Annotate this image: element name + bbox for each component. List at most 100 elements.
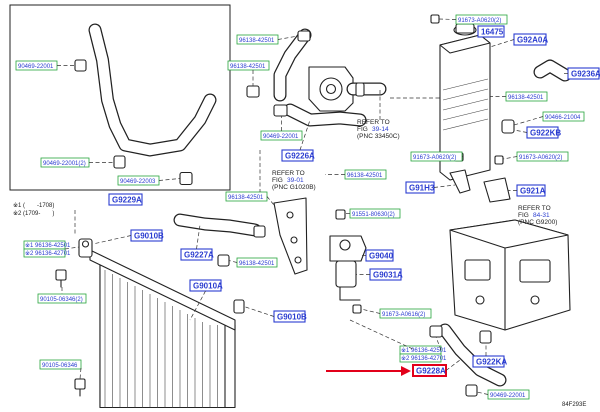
reservoir-hose <box>533 59 572 82</box>
svg-text:※1: ※1 <box>13 202 22 209</box>
label-90105-06346-2[interactable]: 90105-06346(2) <box>37 293 87 304</box>
svg-text:39-01: 39-01 <box>287 177 304 184</box>
label-90469-22003[interactable]: 90469-22003 <box>117 175 160 186</box>
callout-g9227a[interactable]: G9227A <box>180 248 214 261</box>
svg-text:FIG: FIG <box>518 212 529 219</box>
callout-g9229a[interactable]: G9229A <box>108 193 143 206</box>
svg-text:90466-21004: 90466-21004 <box>545 115 581 121</box>
label-91673-a0620-2a[interactable]: 91673-A0620(2) <box>455 14 508 25</box>
callout-g9236a[interactable]: G9236A <box>567 67 600 80</box>
label-91551-80630-2[interactable]: 91551-80630(2) <box>349 208 401 219</box>
label-96136-42701-ex2b[interactable]: ※2 96136-42701 <box>399 353 447 363</box>
svg-text:G9010B: G9010B <box>134 232 164 241</box>
diagram-id: 84F293E <box>562 402 586 408</box>
label-96138-42501-e[interactable]: 96138-42501 <box>344 169 387 180</box>
callout-g91h3[interactable]: G91H3 <box>405 181 435 194</box>
svg-text:G9228A: G9228A <box>416 367 446 376</box>
svg-text:(PNC G9200): (PNC G9200) <box>518 219 557 226</box>
label-90469-22001-inset[interactable]: 90469-22001 <box>15 60 58 71</box>
callout-g922kb[interactable]: G922KB <box>526 126 561 139</box>
svg-text:G9229A: G9229A <box>112 196 142 205</box>
inset-clamp-right <box>179 171 193 186</box>
svg-text:91673-A0620(2): 91673-A0620(2) <box>458 18 501 24</box>
label-96138-42501-a[interactable]: 96138-42501 <box>236 34 279 45</box>
svg-text:G922KA: G922KA <box>476 358 507 367</box>
svg-text:G9236A: G9236A <box>571 70 600 79</box>
svg-text:90469-22001(2): 90469-22001(2) <box>43 161 86 167</box>
ref-c[interactable]: REFER TO FIG 84-31 (PNC G9200) <box>518 205 557 226</box>
svg-text:96138-42501: 96138-42501 <box>508 95 544 101</box>
svg-text:G9031A: G9031A <box>373 271 403 280</box>
svg-text:91551-80630(2): 91551-80630(2) <box>352 212 395 218</box>
label-90469-22001-inset-b[interactable]: 90469-22001(2) <box>40 157 90 168</box>
svg-text:90469-22001: 90469-22001 <box>263 134 299 140</box>
svg-text:※2: ※2 <box>13 210 22 217</box>
reservoir-bracket <box>449 169 471 194</box>
svg-text:84-31: 84-31 <box>533 212 550 219</box>
svg-text:90469-22001: 90469-22001 <box>18 64 54 70</box>
callout-g9010b-a[interactable]: G9010B <box>130 229 164 242</box>
svg-text:※1 96136-42501: ※1 96136-42501 <box>25 242 71 249</box>
upper-hose-clamp-top <box>297 30 311 42</box>
inverter-hose <box>438 323 507 387</box>
highlight-arrow <box>326 366 411 376</box>
label-91673-a0620-2c[interactable]: 91673-A0620(2) <box>516 151 569 162</box>
label-90469-22001-mid[interactable]: 90469-22001 <box>260 130 303 141</box>
water-pump-valve <box>308 66 387 112</box>
svg-text:G91H3: G91H3 <box>409 184 435 193</box>
callout-g9228a-highlighted[interactable]: G9228A <box>412 364 447 377</box>
callout-g9040[interactable]: G9040 <box>365 249 394 262</box>
svg-text:91673-A0620(2): 91673-A0620(2) <box>519 155 562 161</box>
label-96138-42501-b[interactable]: 96138-42501 <box>227 60 270 71</box>
small-bolt-right-b <box>494 155 504 165</box>
svg-text:G9010B: G9010B <box>277 313 307 322</box>
svg-text:96138-42501: 96138-42501 <box>347 173 383 179</box>
electric-pump <box>329 235 367 301</box>
svg-text:G9040: G9040 <box>369 252 394 261</box>
reservoir-cap-bolt <box>430 14 440 24</box>
clamp-lower-a <box>253 225 266 238</box>
label-96138-42501-c[interactable]: 96138-42501 <box>225 191 268 202</box>
svg-text:90105-06346(2): 90105-06346(2) <box>40 297 83 303</box>
svg-text:※2 96136-42701: ※2 96136-42701 <box>25 250 71 257</box>
clamp-lower-b <box>217 254 230 267</box>
inset-clamp-mid <box>113 155 126 169</box>
label-96136-42701-ex2[interactable]: ※2 96136-42701 <box>23 248 71 258</box>
ref-a[interactable]: REFER TO FIG 39-14 (PNC 33450C) <box>357 119 400 140</box>
label-96138-42501-f[interactable]: 96138-42501 <box>505 91 548 102</box>
label-90469-22001-bot[interactable]: 90469-22001 <box>487 389 530 400</box>
callout-g921a[interactable]: G921A <box>516 184 546 197</box>
label-91673-a0616-2[interactable]: 91673-A0616(2) <box>379 308 432 319</box>
upper-hose-small <box>273 28 312 102</box>
callout-g9031a[interactable]: G9031A <box>369 268 403 281</box>
label-96136-42501-ex1[interactable]: ※1 96136-42501 <box>23 240 71 250</box>
svg-text:96138-42501: 96138-42501 <box>239 261 275 267</box>
svg-text:90469-22001: 90469-22001 <box>490 393 526 399</box>
label-90466-21004[interactable]: 90466-21004 <box>542 111 585 122</box>
label-91673-a0620-2b[interactable]: 91673-A0620(2) <box>410 151 463 162</box>
svg-text:G9227A: G9227A <box>184 251 214 260</box>
svg-text:16475: 16475 <box>481 28 504 37</box>
ref-b[interactable]: REFER TO FIG 39-01 (PNC G1020B) <box>272 170 316 191</box>
callout-g9010b-b[interactable]: G9010B <box>273 310 307 323</box>
callout-g9010a[interactable]: G9010A <box>189 279 223 292</box>
inverter-hose-clamp-a <box>429 325 443 338</box>
svg-text:※2 96136-42701: ※2 96136-42701 <box>401 355 447 362</box>
callout-16475[interactable]: 16475 <box>477 25 505 38</box>
label-90105-06346[interactable]: 90105-06346 <box>39 359 82 370</box>
svg-text:REFER TO: REFER TO <box>357 119 390 126</box>
inverter-hose-clamp-b <box>479 330 492 344</box>
callout-g922ka[interactable]: G922KA <box>472 355 507 368</box>
label-96138-42501-d[interactable]: 96138-42501 <box>236 257 278 268</box>
callout-g92a0a[interactable]: G92A0A <box>513 33 548 46</box>
guide-lower <box>349 319 416 351</box>
upper-hose-clamp-mid <box>246 85 260 98</box>
bottom-clamp <box>465 384 478 397</box>
hose-clamp-right <box>501 119 515 134</box>
small-bolt-lower <box>352 304 362 314</box>
svg-text:※1 96136-42501: ※1 96136-42501 <box>401 347 447 354</box>
callout-g9226a[interactable]: G9226A <box>281 149 315 162</box>
svg-text:91673-A0620(2): 91673-A0620(2) <box>413 155 456 161</box>
